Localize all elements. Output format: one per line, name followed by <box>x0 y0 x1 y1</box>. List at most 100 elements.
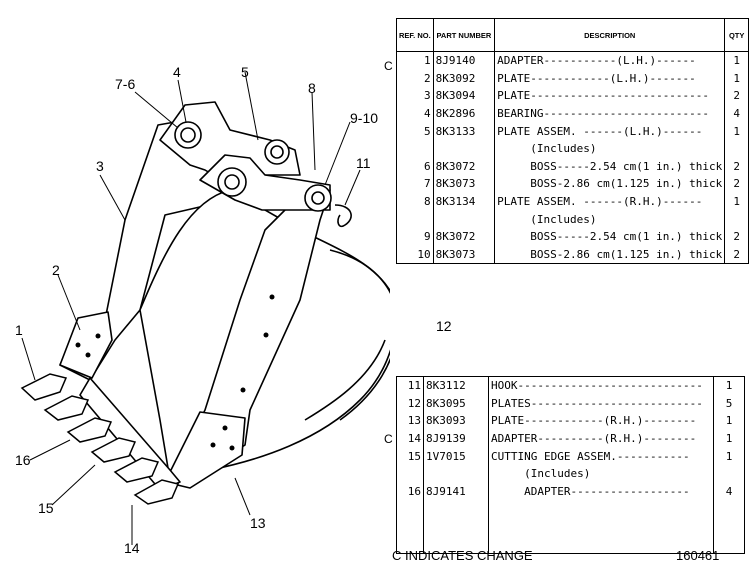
cell-ref-no <box>396 139 434 158</box>
cell-description: PLATE ASSEM. ------(L.H.)------ <box>494 122 726 140</box>
table-row: (Includes) <box>396 464 745 483</box>
cell-ref-no <box>396 210 434 228</box>
cell-ref-no: 6 <box>396 157 434 176</box>
cell-part-number: 8J9140 <box>433 51 496 70</box>
cell-part-number: 8K3073 <box>433 245 496 264</box>
change-marker-14: C <box>384 432 393 446</box>
header-qty: QTY <box>724 18 749 52</box>
cell-qty: 1 <box>733 71 740 85</box>
callout-5: 5 <box>241 64 249 80</box>
callout-14: 14 <box>124 540 140 556</box>
cell-part-number <box>433 210 496 228</box>
callout-16: 16 <box>15 452 31 468</box>
callout-11: 11 <box>356 155 371 171</box>
cell-description: BEARING------------------------- <box>494 104 726 123</box>
cell-ref-no: 5 <box>396 122 434 140</box>
cell-qty: 2 <box>733 177 740 191</box>
cell-qty: 1 <box>733 124 740 138</box>
cell-ref-no <box>396 464 424 483</box>
cell-description: BOSS-2.86 cm(1.125 in.) thick <box>494 245 726 264</box>
cell-qty: 5 <box>725 396 733 410</box>
cell-ref-no: 7 <box>396 175 434 193</box>
table-row <box>396 517 745 536</box>
table-header-row: REF. NO. PART NUMBER DESCRIPTION QTY <box>396 18 749 52</box>
cell-part-number: 8K3073 <box>433 175 496 193</box>
cell-qty <box>725 210 749 228</box>
cell-part-number <box>423 464 489 483</box>
cell-qty: 1 <box>725 414 733 428</box>
cell-ref-no: 12 <box>396 394 424 413</box>
change-marker-1: C <box>384 59 393 73</box>
callout-15: 15 <box>38 500 54 516</box>
cell-qty: 1 <box>733 195 740 209</box>
cell-qty: 2 <box>733 159 740 173</box>
cell-part-number: 8K3095 <box>423 394 489 413</box>
cell-qty: 1 <box>733 54 740 68</box>
table-row <box>396 500 745 518</box>
cell-ref-no <box>396 517 424 536</box>
cell-ref-no: 8 <box>396 192 434 211</box>
cell-part-number: 8K3092 <box>433 69 496 88</box>
cell-part-number: 8K3112 <box>423 376 489 395</box>
table-row: (Includes) <box>396 139 749 158</box>
cell-qty: 2 <box>733 89 740 103</box>
cell-description: BOSS-----2.54 cm(1 in.) thick <box>494 157 726 176</box>
cell-description <box>488 535 714 554</box>
cell-description: ADAPTER-----------(L.H.)------ <box>494 51 726 70</box>
cell-ref-no: 11 <box>396 376 424 395</box>
cell-description: ADAPTER----------(R.H.)-------- <box>488 429 714 448</box>
bucket-diagram <box>20 71 390 545</box>
cell-ref-no: 15 <box>396 447 424 465</box>
callout-4: 4 <box>173 64 181 80</box>
table-row: (Includes) <box>396 210 749 228</box>
cell-description <box>488 500 714 518</box>
cell-ref-no <box>396 500 424 518</box>
cell-part-number: 8J9139 <box>423 429 489 448</box>
callout-3: 3 <box>96 158 104 174</box>
cell-ref-no: 2 <box>396 69 434 88</box>
cell-part-number <box>423 517 489 536</box>
header-part-number: PART NUMBER <box>433 18 496 52</box>
cell-description: HOOK---------------------------- <box>488 376 714 395</box>
cell-description: BOSS-2.86 cm(1.125 in.) thick <box>494 175 726 193</box>
cell-part-number <box>433 139 496 158</box>
header-description: DESCRIPTION <box>494 18 726 52</box>
cell-description: PLATE------------(R.H.)-------- <box>488 412 714 430</box>
cell-part-number: 8K3072 <box>433 227 496 246</box>
cell-ref-no <box>396 535 424 554</box>
cell-description: (Includes) <box>494 139 726 158</box>
callout-1: 1 <box>15 322 23 338</box>
cell-qty: 4 <box>733 107 740 121</box>
cell-description: ADAPTER------------------ <box>488 482 714 501</box>
cell-ref-no: 3 <box>396 87 434 105</box>
callout-9-10: 9-10 <box>350 110 379 126</box>
footer-change-note: C INDICATES CHANGE <box>392 548 533 563</box>
cell-description: (Includes) <box>494 210 726 228</box>
callout-13: 13 <box>250 515 266 531</box>
cell-description: PLATE------------(L.H.)------- <box>494 69 726 88</box>
cell-qty: 1 <box>725 432 733 446</box>
cell-description: PLATES-------------------------- <box>488 394 714 413</box>
cell-ref-no: 9 <box>396 227 434 246</box>
cell-part-number: 8J9141 <box>423 482 489 501</box>
cell-qty: 1 <box>725 379 733 393</box>
cell-part-number: 8K3134 <box>433 192 496 211</box>
callout-8: 8 <box>308 80 316 96</box>
footer-figure-number: 160461 <box>676 548 720 563</box>
cell-description: PLATE ASSEM. ------(R.H.)------ <box>494 192 726 211</box>
